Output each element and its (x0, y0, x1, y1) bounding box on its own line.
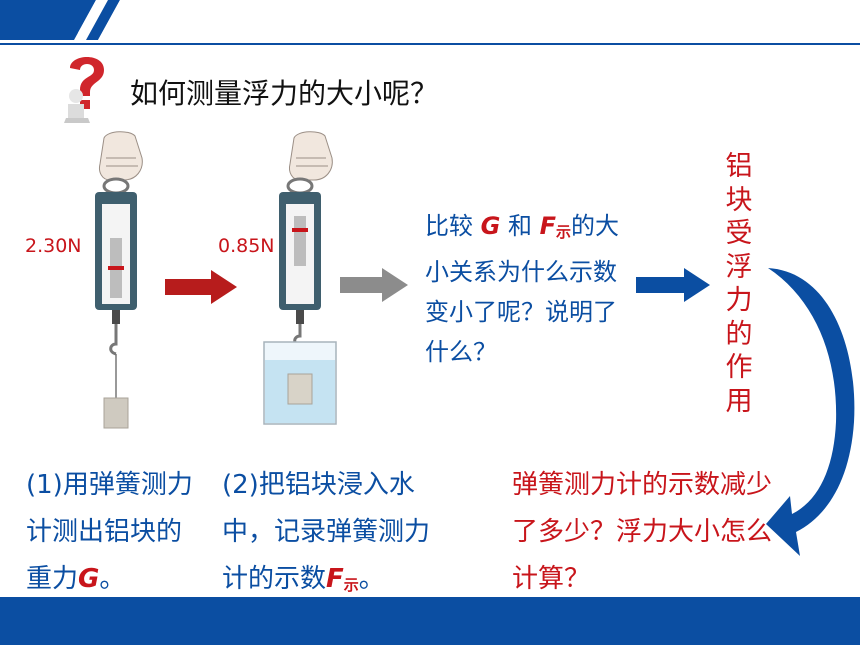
bottom-banner (0, 597, 860, 645)
buoyancy-conclusion-label: 铝块受浮力的作用 (725, 151, 753, 417)
buoyancy-calculation-question: 弹簧测力计的示数减少了多少？浮力大小怎么计算？ (512, 470, 773, 594)
spring-scale-water (263, 131, 337, 425)
comparison-question: 比较 G 和 F示的大小关系为什么示数变小了呢？说明了什么？ (425, 212, 620, 366)
reading-water: 0.85N (218, 235, 275, 257)
question-mark-person-icon (64, 57, 104, 123)
red-arrow (165, 270, 237, 304)
top-banner (0, 0, 860, 45)
reading-air: 2.30N (25, 235, 82, 257)
curved-arrow (766, 268, 855, 556)
spring-scale-air (95, 131, 143, 429)
blue-arrow (636, 268, 710, 302)
gray-arrow (340, 268, 408, 302)
step-two-text: (2)把铝块浸入水中，记录弹簧测力计的示数F示。 (222, 470, 431, 594)
page-title: 如何测量浮力的大小呢？ (130, 77, 439, 110)
step-one-text: (1)用弹簧测力计测出铝块的重力G。 (26, 470, 193, 594)
